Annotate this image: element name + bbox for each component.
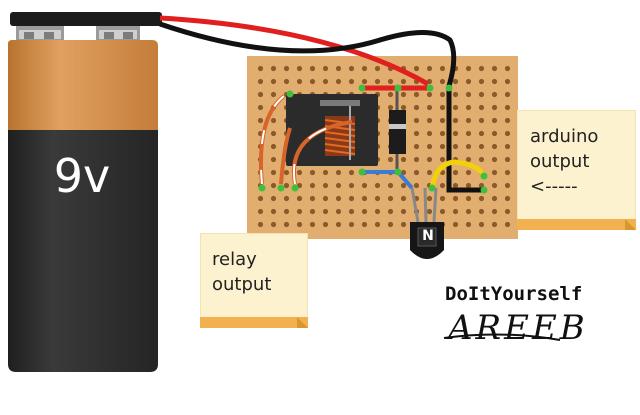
brand-logo-strokes — [443, 333, 561, 341]
relay-note-fold — [297, 317, 308, 328]
relay — [286, 94, 378, 166]
relay-note-strip — [200, 317, 308, 328]
transistor-label: N — [422, 228, 434, 244]
battery-body — [8, 130, 158, 372]
arduino-note-line-1: arduino — [530, 126, 599, 147]
arduino-output-note: arduino output <----- — [517, 110, 636, 230]
relay-output-note: relay output — [200, 233, 308, 328]
brand-line-2: AREEB — [448, 308, 588, 348]
arduino-note-line-3: <----- — [530, 176, 578, 197]
battery-copper-top — [8, 40, 158, 132]
battery-terminal-right — [96, 26, 140, 42]
arduino-note-strip — [517, 219, 636, 230]
wire-negative-black — [159, 21, 457, 87]
arduino-note-fold — [625, 219, 636, 230]
battery-terminal-left — [16, 26, 64, 42]
relay-armature — [320, 100, 360, 106]
battery-9v — [8, 12, 162, 372]
diode — [389, 90, 406, 170]
relay-note-line-2: output — [212, 274, 272, 295]
battery-label: 9v — [53, 149, 111, 203]
wire-positive-red — [159, 15, 430, 87]
wire-black-jumper — [446, 86, 484, 193]
solder-points — [258, 84, 488, 194]
brand-line-1: DoItYourself — [445, 283, 583, 305]
wire-orange-mid — [279, 127, 292, 185]
transistor — [410, 187, 444, 259]
arduino-note-line-2: output — [530, 151, 590, 172]
wire-yellow — [429, 159, 487, 189]
battery-top-cap — [10, 12, 162, 26]
relay-note-line-1: relay — [212, 249, 257, 270]
